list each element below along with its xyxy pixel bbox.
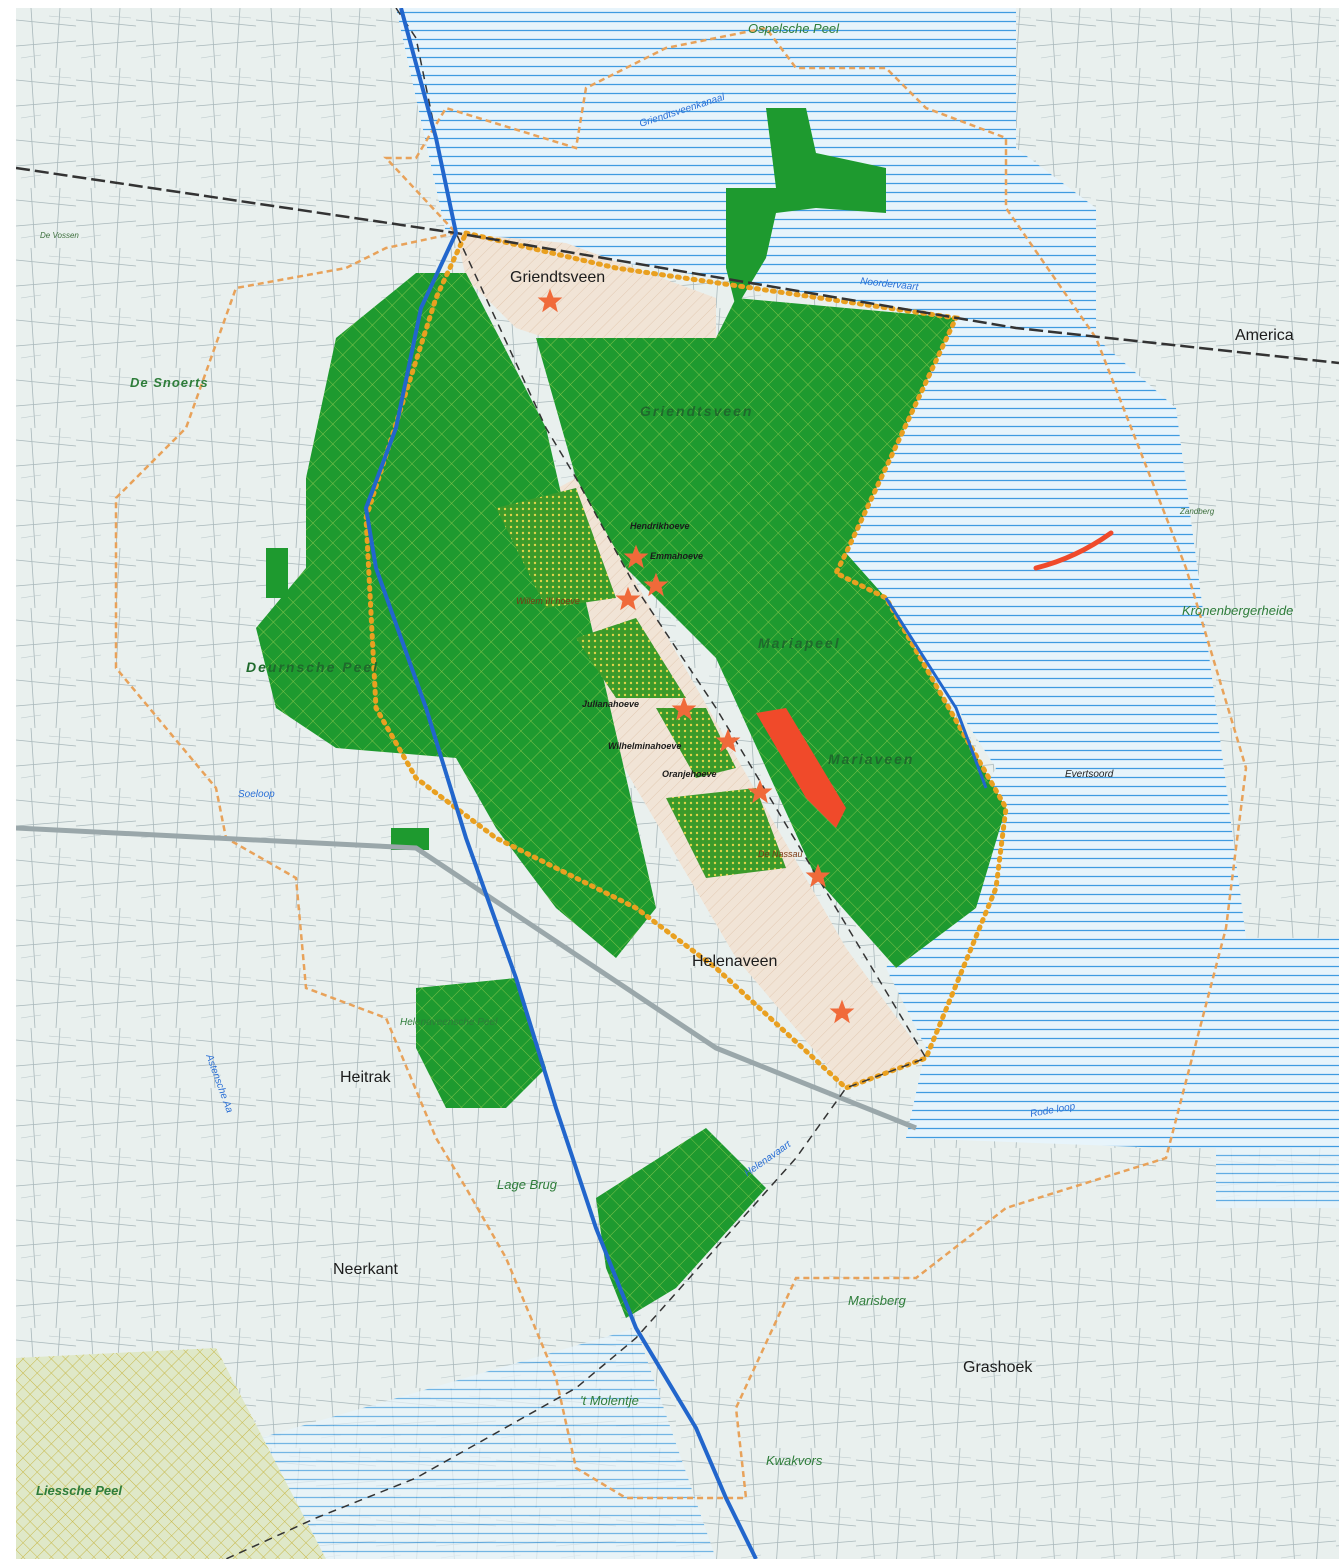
farmland-southmost (666, 788, 786, 878)
farm-star (671, 696, 697, 721)
red-line (1033, 530, 1114, 571)
farm-star (615, 586, 641, 611)
region-label-zandberg: Zandberg (1180, 507, 1215, 516)
farm-label-hendrikhoeve: Hendrikhoeve (630, 521, 690, 531)
farm-star (715, 728, 741, 753)
place-label-grashoek: Grashoek (963, 1359, 1033, 1376)
farm-label-de-nassau: De Nassau (758, 849, 803, 859)
region-label-kronenbergerheide: Kronenbergerheide (1182, 603, 1294, 618)
farm-label-julianahoeve: Julianahoeve (582, 699, 640, 709)
forest-west (256, 273, 656, 958)
farm-star (537, 288, 563, 313)
farm-label-willem-iii-hoeve: Willem III hoeve (516, 596, 580, 606)
farm-star (623, 544, 649, 569)
river-blue-east (884, 597, 988, 789)
village-strip-south (486, 478, 926, 1088)
region-label-de-snoerts: De Snoerts (130, 375, 209, 390)
region-label-helenaveensche-peel: Helenaveensche Peel (400, 1017, 498, 1028)
farmland-south (656, 708, 736, 778)
place-label-neerkant: Neerkant (333, 1261, 398, 1278)
place-label-evertsoord: Evertsoord (1065, 769, 1114, 780)
farm-markers (537, 288, 855, 1024)
place-label-griendtsveen: Griendtsveen (510, 269, 606, 286)
farm-star (747, 779, 773, 804)
blue-hatched-southeast (1216, 938, 1339, 1208)
railway (16, 166, 1339, 365)
farm-star (805, 863, 831, 888)
farm-label-emmahoeve: Emmahoeve (650, 551, 704, 561)
region-label-liessche-peel: Liessche Peel (36, 1483, 122, 1498)
forest-east (536, 298, 1006, 968)
forest-north (726, 108, 886, 308)
region-label-mariaveen: Mariaveen (828, 751, 915, 767)
farm-label-oranjehoeve: Oranjehoeve (662, 769, 717, 779)
farm-star (643, 572, 669, 597)
farmland-mid (576, 618, 686, 698)
yellow-hatch-area (16, 1348, 326, 1559)
province-boundary (225, 8, 928, 1559)
region-label-deurnsche-peel: Deurnsche Peel (246, 659, 380, 675)
farm-label-wilhelminahoeve: Wilhelminahoeve (608, 741, 682, 751)
forest-southwest (416, 978, 546, 1108)
region-label-mariapeel: Mariapeel (758, 635, 841, 651)
region-label-t-molentje: 't Molentje (580, 1393, 639, 1408)
region-label-griendtsveen: Griendtsveen (640, 403, 754, 419)
region-label-kwakvors: Kwakvors (766, 1453, 823, 1468)
river-blue (363, 8, 758, 1559)
forest-patch-small (266, 548, 288, 598)
project-boundary (363, 230, 1009, 1091)
blue-hatched-south (226, 1328, 716, 1559)
farmland-north (496, 488, 616, 608)
region-label-de-vossen: De Vossen (40, 231, 79, 240)
red-zone (756, 708, 846, 828)
water-label-soeloop: Soeloop (238, 789, 275, 800)
forest-patch-small-2 (391, 828, 429, 850)
farm-star (829, 999, 855, 1024)
village-strip (456, 233, 716, 348)
place-label-heitrak: Heitrak (340, 1069, 391, 1086)
place-label-helenaveen: Helenaveen (692, 953, 778, 970)
region-label-lage-brug: Lage Brug (497, 1177, 557, 1192)
map-canvas (16, 8, 1339, 1559)
region-label-ospelsche-peel: Ospelsche Peel (748, 21, 840, 36)
forest-south (596, 1128, 766, 1318)
region-label-marisberg: Marisberg (848, 1293, 906, 1308)
railway-south (16, 825, 917, 1131)
outer-boundary (114, 26, 1248, 1500)
place-label-america: America (1235, 327, 1294, 344)
